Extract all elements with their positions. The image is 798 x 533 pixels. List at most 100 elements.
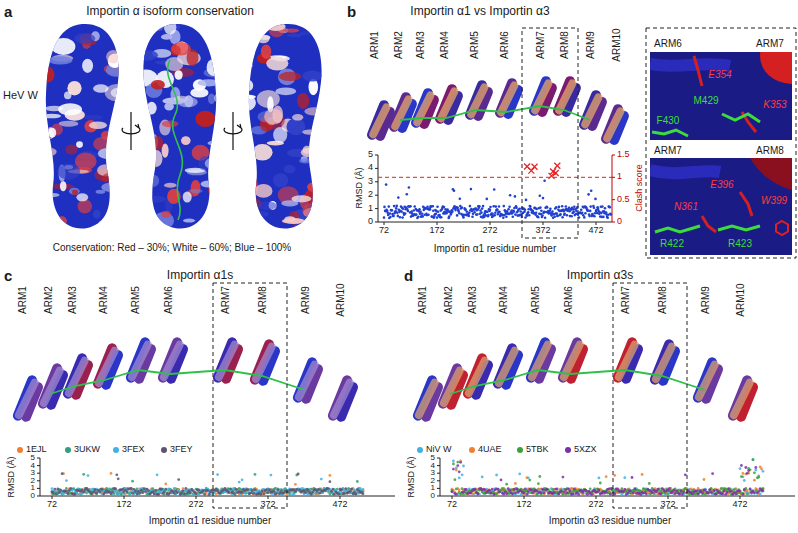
- data-point: [121, 488, 124, 491]
- data-point: [525, 199, 528, 202]
- tick: [268, 496, 269, 499]
- data-point: [81, 488, 84, 491]
- data-point: [136, 493, 139, 496]
- data-point: [87, 474, 90, 477]
- conservation-patch: [52, 38, 76, 55]
- conservation-patch: [105, 84, 129, 101]
- conservation-patch: [248, 31, 260, 41]
- helix-overlay: [329, 377, 355, 420]
- data-point: [160, 488, 163, 491]
- data-point: [571, 212, 574, 215]
- data-point: [52, 491, 55, 494]
- data-point: [359, 487, 362, 490]
- data-point: [134, 490, 137, 493]
- conservation-patch: [110, 142, 125, 156]
- data-point: [404, 212, 407, 215]
- data-point: [183, 493, 186, 496]
- data-point: [591, 215, 594, 218]
- data-point: [268, 488, 271, 491]
- tick: [375, 155, 378, 156]
- tick: [37, 473, 40, 474]
- data-point: [244, 492, 247, 495]
- data-point: [182, 490, 185, 493]
- conservation-patch: [126, 111, 150, 118]
- conservation-patch: [135, 106, 147, 121]
- data-point: [318, 492, 321, 495]
- tick: [375, 168, 378, 169]
- data-point: [235, 488, 238, 491]
- data-point: [500, 214, 503, 217]
- conservation-patch: [147, 223, 158, 228]
- data-point: [55, 493, 58, 496]
- conservation-patch: [161, 34, 172, 40]
- conservation-patch: [98, 220, 110, 230]
- conservation-patch: [199, 156, 211, 170]
- conservation-patch: [31, 134, 51, 140]
- helix-overlay: [580, 92, 604, 130]
- conservation-patch: [320, 192, 328, 200]
- tick: [340, 496, 341, 499]
- conservation-patch: [313, 20, 319, 37]
- data-point: [557, 215, 560, 218]
- conservation-patch: [65, 145, 78, 155]
- helix-overlay: [127, 339, 153, 382]
- data-point: [344, 487, 347, 490]
- data-point: [573, 206, 576, 209]
- data-point: [549, 207, 552, 210]
- threshold-line: [378, 177, 612, 178]
- data-point: [451, 210, 454, 213]
- x-axis: [378, 222, 612, 223]
- conservation-patch: [93, 210, 100, 219]
- tick: [375, 208, 378, 209]
- data-point: [320, 478, 323, 481]
- data-point: [392, 215, 395, 218]
- conservation-patch: [266, 22, 286, 31]
- data-point: [356, 480, 359, 483]
- data-point: [421, 215, 424, 218]
- conservation-patch: [58, 103, 82, 115]
- helix-overlay: [412, 90, 436, 128]
- conservation-patch: [300, 31, 310, 35]
- data-point: [453, 190, 456, 193]
- tick: [668, 496, 669, 499]
- helix-overlay: [39, 365, 65, 408]
- conservation-patch: [72, 190, 78, 195]
- data-point: [383, 216, 386, 219]
- data-point: [436, 205, 439, 208]
- conservation-patch: [201, 181, 217, 188]
- conservation-patch: [208, 182, 220, 198]
- surface-render: [31, 20, 330, 236]
- data-point: [252, 492, 255, 495]
- helix-overlay: [527, 339, 553, 382]
- data-point: [589, 205, 592, 208]
- y-axis-right: [612, 155, 613, 222]
- data-point: [498, 205, 501, 208]
- data-point: [476, 209, 479, 212]
- data-point: [68, 490, 71, 493]
- data-point: [241, 491, 244, 494]
- data-point: [426, 205, 429, 208]
- data-point: [434, 213, 437, 216]
- data-point: [459, 197, 462, 200]
- protein-surface: [31, 20, 130, 235]
- data-point: [546, 206, 549, 209]
- data-point: [566, 214, 569, 217]
- data-point: [110, 472, 113, 475]
- data-point: [429, 208, 432, 211]
- conservation-patch: [33, 167, 52, 177]
- data-point: [412, 209, 415, 212]
- conservation-patch: [48, 128, 56, 138]
- tick: [37, 496, 40, 497]
- data-point: [65, 487, 68, 490]
- conservation-patch: [161, 211, 171, 218]
- conservation-patch: [106, 50, 120, 63]
- data-point: [488, 489, 491, 492]
- data-point: [481, 476, 484, 479]
- conservation-patch: [273, 127, 287, 143]
- data-point: [587, 209, 590, 212]
- helix-overlay: [439, 365, 465, 408]
- data-point: [66, 492, 69, 495]
- data-point: [515, 207, 518, 210]
- conservation-patch: [214, 93, 228, 104]
- data-point: [392, 215, 395, 218]
